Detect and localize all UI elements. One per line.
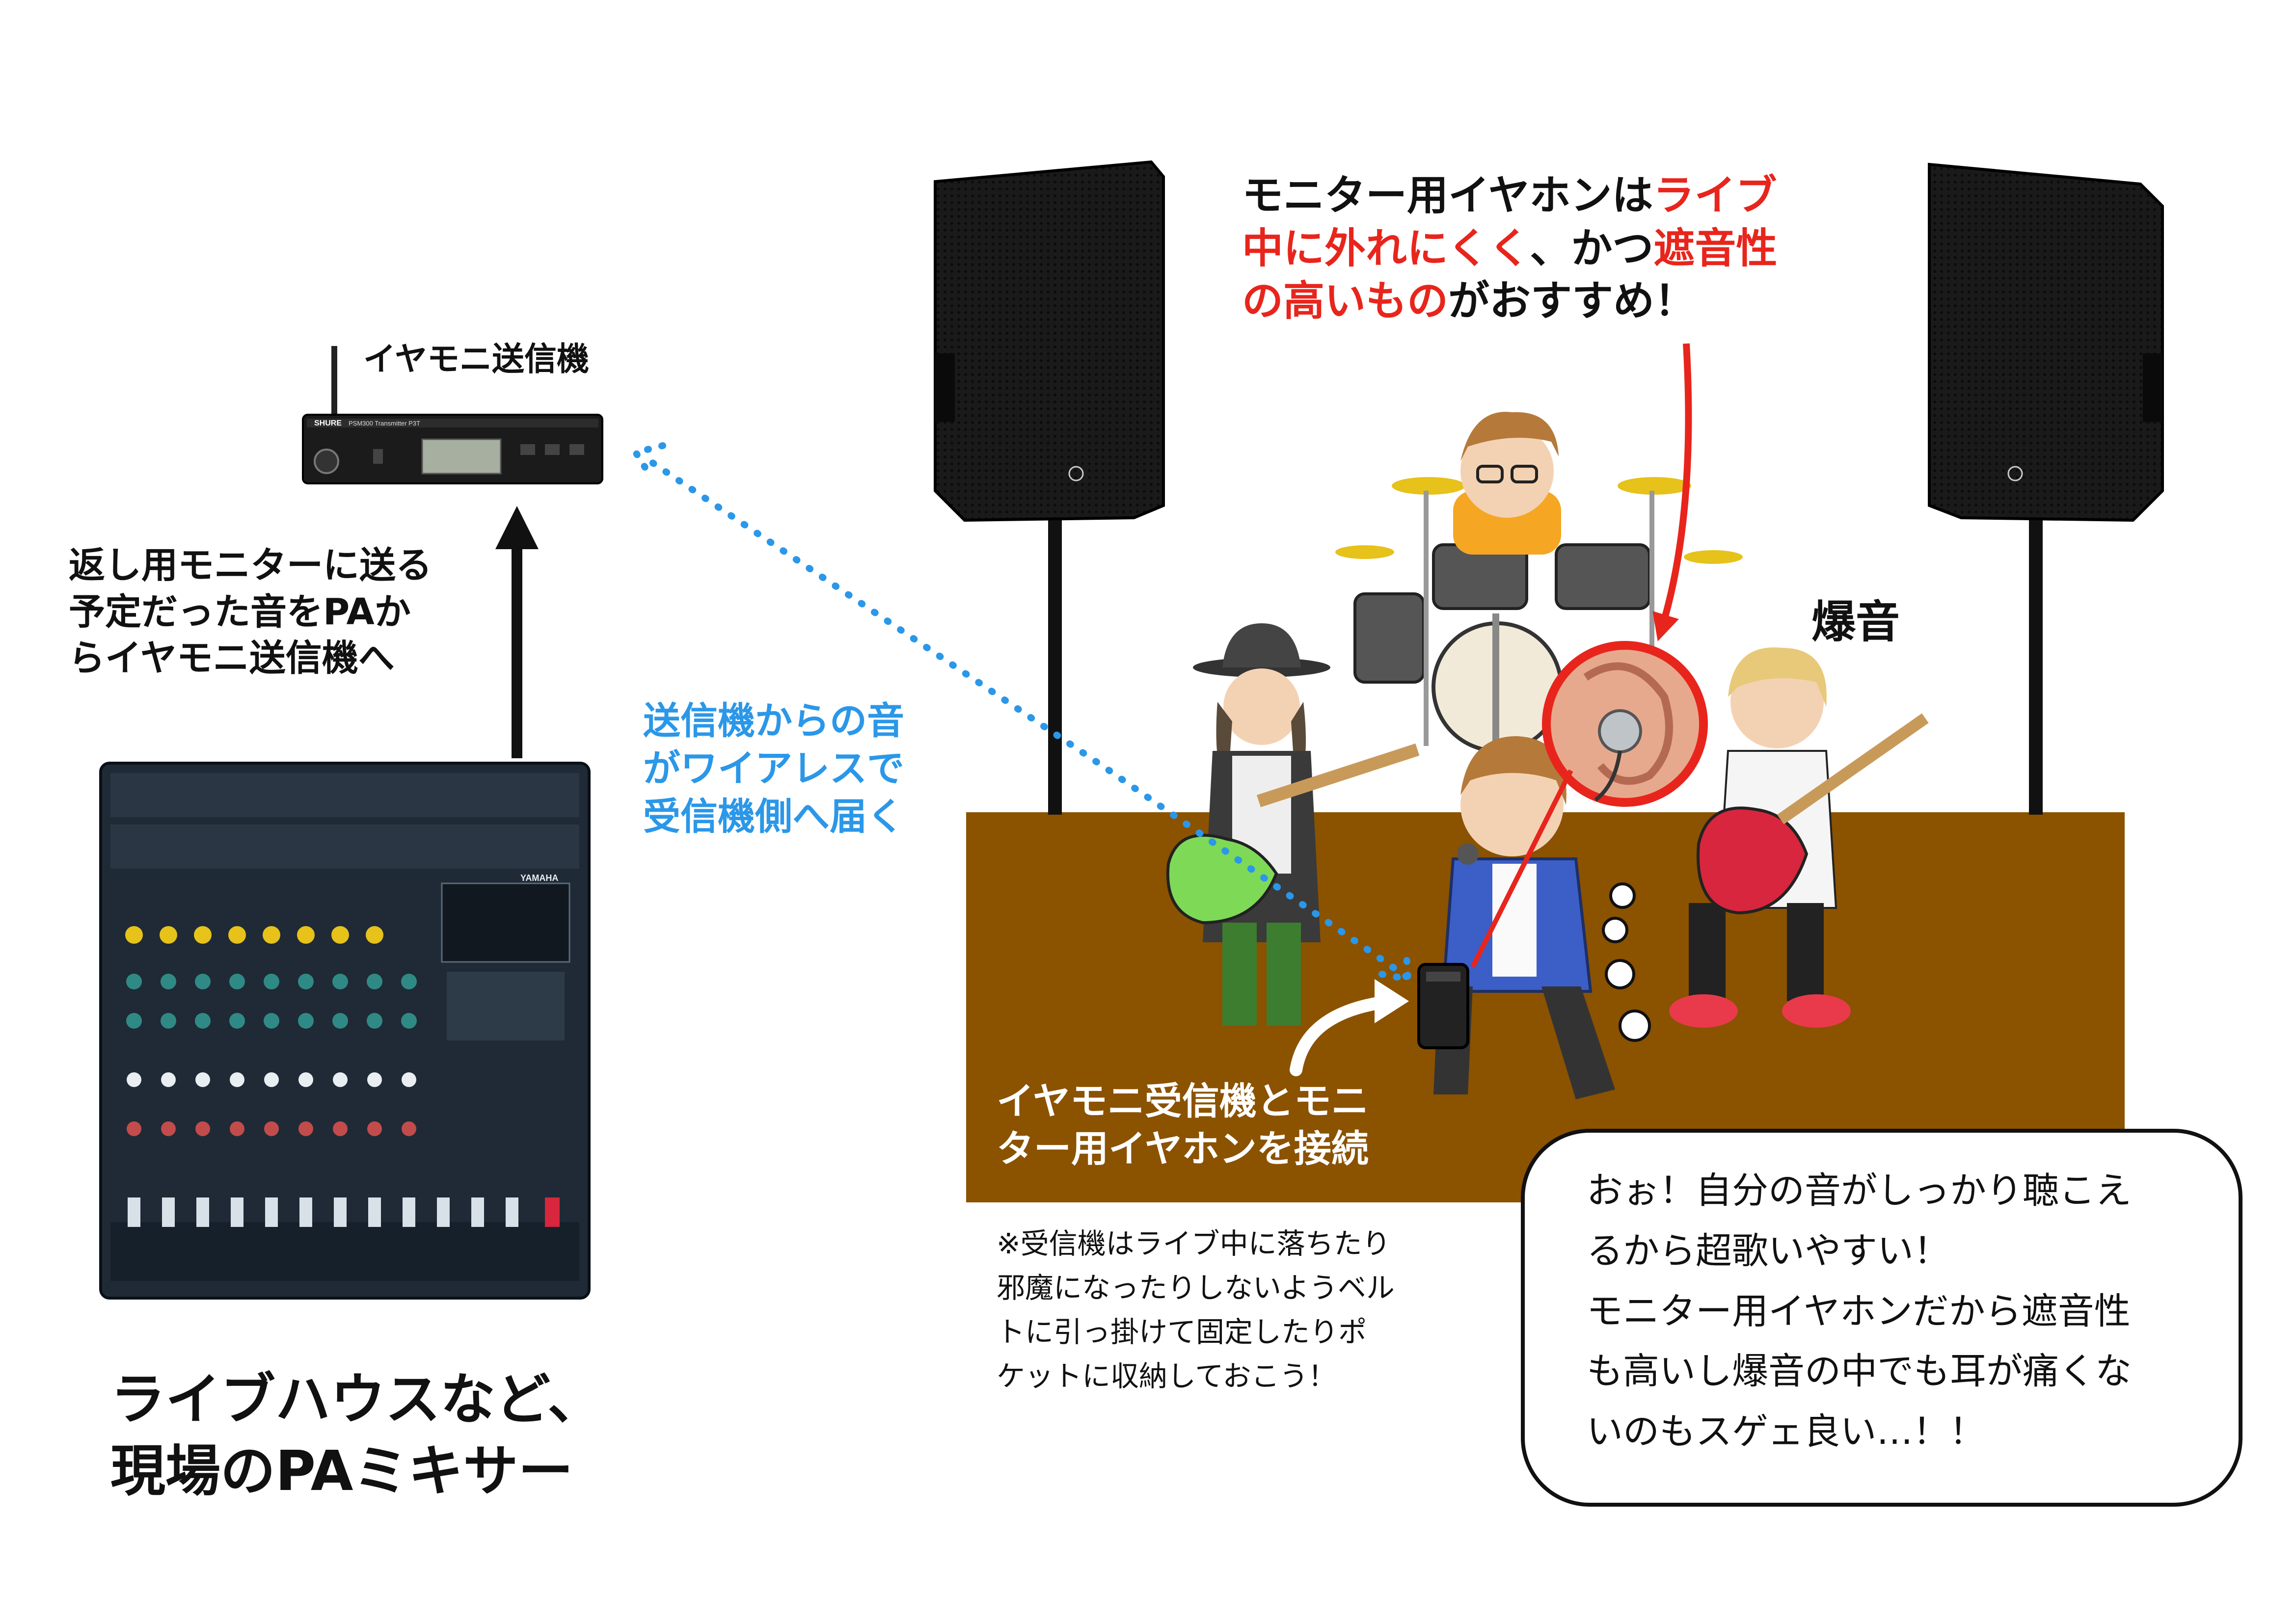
callout-text-highlight: 中に外れにくく	[1242, 224, 1530, 272]
wireless-signal-path	[640, 453, 1410, 980]
transmitter-brand: SHURE	[314, 419, 342, 427]
receiver-note: ※受信機はライブ中に落ちたり 邪魔になったりしないようベル トに引っ掛けて固定し…	[997, 1222, 1395, 1399]
receiver-line: ター用イヤホンを接続	[997, 1127, 1369, 1171]
transmitter-model: PSM300 Transmitter P3T	[349, 420, 420, 427]
pa-speaker-right	[1928, 162, 2164, 815]
callout-text-highlight: ライブ	[1653, 171, 1777, 219]
pa-speaker-left	[934, 160, 1165, 815]
callout-text: モニター用イヤホンは	[1242, 171, 1653, 219]
bubble-line: おぉ！自分の音がしっかり聴こえ	[1587, 1170, 2132, 1212]
callout-text: 、かつ	[1530, 224, 1654, 272]
mixer-title-line: 現場のPAミキサー	[110, 1439, 573, 1503]
wireless-line: 受信機側へ届く	[643, 794, 904, 838]
bubble-line: るから超歌いやすい！	[1587, 1229, 1950, 1272]
guitarist-right-character	[1669, 647, 1929, 1028]
vocalist-character	[1417, 736, 1651, 1099]
note-line: 邪魔になったりしないようベル	[997, 1271, 1395, 1304]
callout-text-highlight: の高いもの	[1242, 277, 1449, 325]
callout-text: がおすすめ！	[1448, 277, 1696, 325]
mixer-desc-line: らイヤモニ送信機へ	[69, 637, 395, 680]
wireless-arrowhead-transmitter	[632, 442, 666, 479]
note-line: トに引っ掛けて固定したりポ	[997, 1315, 1367, 1349]
wireless-arrowhead-receiver	[1378, 951, 1411, 983]
receiver-pointer-arrow	[1290, 995, 1398, 1076]
mixer-brand: YAMAHA	[520, 873, 558, 883]
receiver-pointer-arrowhead	[1375, 979, 1409, 1023]
in-ear-monitor-closeup-icon	[1542, 641, 1708, 807]
wireless-line: 送信機からの音	[643, 699, 904, 743]
mixer-signal-description: 返し用モニターに送る 予定だった音をPAか らイヤモニ送信機へ	[69, 542, 432, 682]
bubble-line: も高いし爆音の中でも耳が痛くな	[1587, 1350, 2132, 1393]
yamaha-logo-icon	[2007, 466, 2023, 481]
earphone-to-receiver-cable	[1470, 769, 1573, 968]
bubble-line: モニター用イヤホンだから遮音性	[1587, 1290, 2131, 1332]
wireless-line: がワイアレスで	[643, 746, 904, 791]
yamaha-logo-icon	[1068, 466, 1084, 481]
speech-bubble-text: おぉ！自分の音がしっかり聴こえ るから超歌いやすい！ モニター用イヤホンだから遮…	[1587, 1161, 2132, 1462]
bodypack-receiver-icon	[1417, 963, 1469, 1049]
receiver-line: イヤモニ受信機とモニ	[997, 1079, 1369, 1123]
receiver-connection-label: イヤモニ受信機とモニ ター用イヤホンを接続	[997, 1077, 1369, 1173]
mixer-desc-line: 返し用モニターに送る	[69, 544, 432, 586]
mixer-title: ライブハウスなど、 現場のPAミキサー	[110, 1364, 602, 1507]
monitor-earphone-callout: モニター用イヤホンはライブ 中に外れにくく、かつ遮音性 の高いものがおすすめ！	[1242, 169, 1777, 328]
drum-kit	[1335, 477, 1743, 761]
mixer-title-line: ライブハウスなど、	[110, 1368, 603, 1432]
guitarist-left-character	[1166, 623, 1420, 1026]
note-line: ※受信機はライブ中に落ちたり	[997, 1227, 1391, 1260]
speech-bubble	[1521, 1129, 2242, 1507]
transmitter-label: イヤモニ送信機	[363, 340, 590, 378]
transmitter-device-icon: SHURE PSM300 Transmitter P3T	[302, 346, 603, 484]
loud-sound-label: 爆音	[1811, 596, 1900, 648]
mixer-desc-line: 予定だった音をPAか	[69, 590, 411, 633]
note-line: ケットに収納しておこう！	[997, 1359, 1337, 1393]
bubble-line: いのもスゲェ良い…！！	[1587, 1410, 1986, 1453]
wireless-description: 送信機からの音 がワイアレスで 受信機側へ届く	[643, 697, 904, 840]
callout-text-highlight: 遮音性	[1653, 224, 1778, 272]
mixer-console-icon: YAMAHA	[99, 762, 591, 1300]
drummer-character	[1453, 412, 1561, 555]
callout-to-earphone-arrow	[1652, 343, 1692, 641]
